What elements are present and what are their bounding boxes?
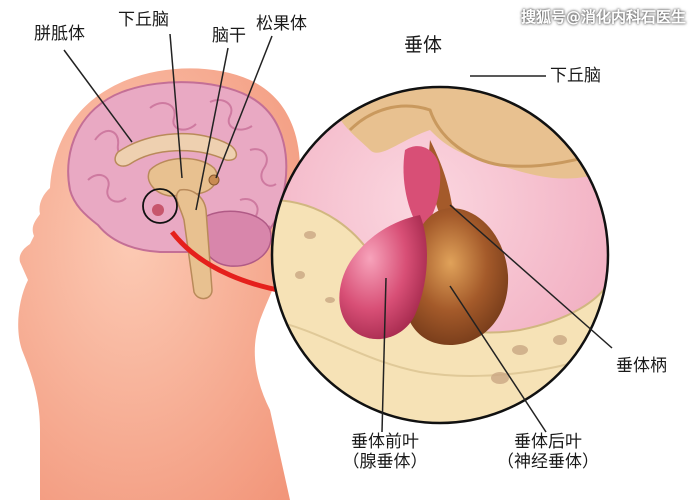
label-pituitary-stalk: 垂体柄 — [616, 356, 667, 376]
pituitary-highlight — [142, 188, 178, 224]
pituitary-small — [152, 204, 164, 216]
label-pituitary-title: 垂体 — [404, 34, 443, 56]
corpus-callosum — [114, 132, 238, 167]
label-anterior-lobe-main: 垂体前叶 — [351, 432, 419, 452]
label-posterior-lobe: 垂体后叶 （神经垂体） — [488, 432, 608, 473]
magnified-view — [272, 87, 608, 423]
label-hypothalamus-right: 下丘脑 — [550, 66, 601, 86]
label-anterior-lobe-sub: （腺垂体） — [342, 452, 428, 473]
magnifier-ring — [270, 85, 610, 425]
label-posterior-lobe-sub: （神经垂体） — [497, 452, 599, 473]
anterior-lobe — [339, 215, 427, 340]
watermark: 搜狐号@消化内科石医生 — [520, 8, 686, 26]
label-posterior-lobe-main: 垂体后叶 — [514, 432, 582, 452]
leader-lines-head — [63, 33, 273, 211]
label-pineal-body: 松果体 — [256, 14, 307, 34]
pineal-gland — [208, 174, 220, 186]
label-anterior-lobe: 垂体前叶 （腺垂体） — [330, 432, 440, 473]
posterior-lobe — [403, 208, 509, 345]
label-brainstem: 脑干 — [212, 26, 246, 46]
label-hypothalamus-top: 下丘脑 — [118, 10, 169, 30]
leader-lines-magnified — [381, 75, 613, 433]
brainstem-shape — [175, 188, 213, 300]
label-corpus-callosum: 胼胝体 — [34, 24, 85, 44]
